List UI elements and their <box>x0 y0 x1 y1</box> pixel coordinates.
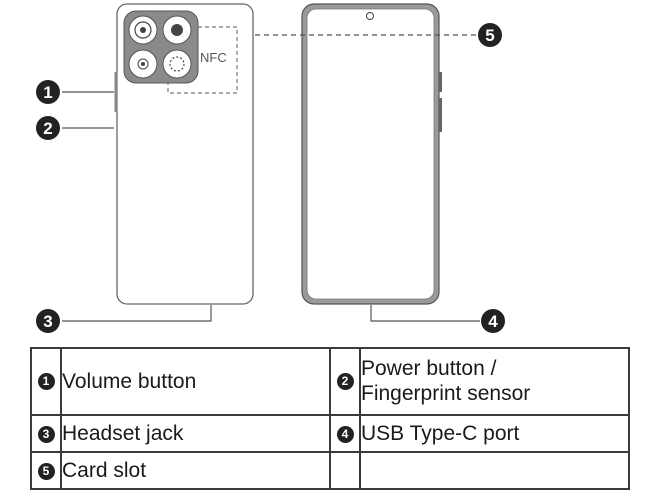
camera-lens-bottom-left <box>128 49 158 79</box>
callout-1: 1 <box>36 80 60 104</box>
callout-3: 3 <box>36 309 60 333</box>
front-camera-icon <box>366 12 374 20</box>
callout-4: 4 <box>481 309 505 333</box>
legend-badge-3: 3 <box>37 425 55 443</box>
svg-text:5: 5 <box>485 26 494 45</box>
legend-badge-1: 1 <box>37 373 55 391</box>
leader-lines <box>62 34 480 322</box>
svg-text:2: 2 <box>43 119 52 138</box>
legend-number-cell: 4 <box>329 413 361 454</box>
callout-2: 2 <box>36 116 60 140</box>
callout-5: 5 <box>478 23 502 47</box>
legend-label-headset-jack: Headset jack <box>60 413 331 454</box>
nfc-label: NFC <box>200 50 227 65</box>
phone-screen <box>306 8 435 300</box>
legend-badge-5: 5 <box>37 462 55 480</box>
legend-number-cell: 1 <box>30 347 62 416</box>
side-key-shape <box>439 72 442 92</box>
power-button-shape <box>439 98 442 132</box>
legend-row: 3 Headset jack 4 USB Type-C port <box>30 413 630 454</box>
legend-label-usb-port: USB Type-C port <box>359 413 630 454</box>
legend-label-empty <box>359 451 630 490</box>
svg-text:3: 3 <box>43 312 52 331</box>
flash-icon <box>162 49 192 79</box>
legend-label-power-button: Power button / Fingerprint sensor <box>359 347 630 416</box>
phone-diagram: NFC 1 2 3 4 5 <box>36 3 505 333</box>
legend-badge-2: 2 <box>336 373 354 391</box>
legend-row: 1 Volume button 2 Power button / Fingerp… <box>30 347 630 416</box>
phone-front <box>301 3 442 305</box>
legend-label-volume-button: Volume button <box>60 347 331 416</box>
legend-number-cell: 2 <box>329 347 361 416</box>
svg-text:1: 1 <box>43 83 52 102</box>
legend-label-card-slot: Card slot <box>60 451 331 490</box>
svg-text:4: 4 <box>488 312 498 331</box>
legend-badge-4: 4 <box>336 425 354 443</box>
phone-back: NFC <box>114 3 254 305</box>
volume-button-shape <box>114 72 118 112</box>
camera-lens-top-left <box>128 15 158 45</box>
legend-number-cell: 5 <box>30 451 62 490</box>
legend-row: 5 Card slot <box>30 451 630 490</box>
legend-number-cell: 3 <box>30 413 62 454</box>
nfc-area <box>167 26 238 94</box>
legend-number-cell-empty <box>329 451 361 490</box>
legend-table: 1 Volume button 2 Power button / Fingerp… <box>30 347 630 490</box>
camera-lens-top-right <box>162 15 192 45</box>
